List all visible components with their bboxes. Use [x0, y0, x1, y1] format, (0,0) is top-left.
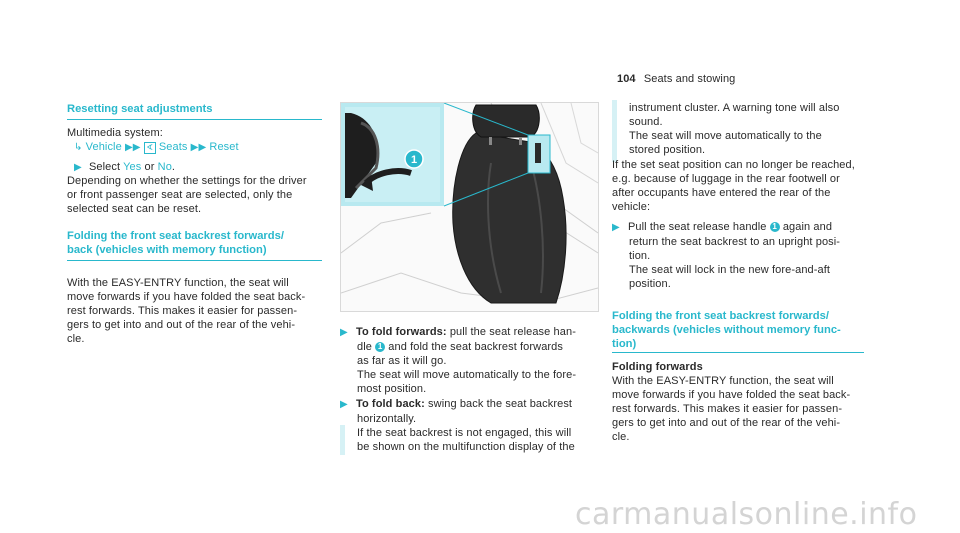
heading-line: Folding the front seat backrest forwards… — [67, 230, 284, 242]
text-line: move forwards if you have folded the sea… — [612, 389, 851, 401]
text-line: The seat will lock in the new fore-and-a… — [629, 264, 831, 276]
section-heading-no-memory: Folding the front seat backrest forwards… — [612, 309, 841, 351]
text-line: With the EASY-ENTRY function, the seat w… — [67, 277, 289, 289]
step-arrow-icon: ▶ — [340, 399, 348, 410]
step-label: To fold forwards: — [355, 326, 447, 338]
text-line: again and — [782, 221, 833, 233]
step-arrow-icon: ▶ — [340, 327, 348, 338]
text-line: pull the seat release han- — [449, 326, 576, 338]
text-line: after occupants have entered the rear of… — [612, 187, 831, 199]
text-line: gers to get into and out of the rear of … — [67, 319, 296, 331]
text-line: horizontally. — [357, 413, 417, 425]
step-pull-handle: ▶ Pull the seat release handle 1 again a… — [612, 220, 840, 291]
option-no[interactable]: No — [157, 161, 172, 173]
text-line: The seat will move automatically to the — [629, 130, 822, 142]
callout-1-icon: 1 — [769, 222, 780, 232]
figure-callout-label: 1 — [411, 154, 417, 166]
text-line: position. — [629, 278, 671, 290]
continued-text: instrument cluster. A warning tone will … — [629, 101, 839, 157]
text-line: cle. — [612, 431, 630, 443]
menu-reset-link[interactable]: Reset — [209, 141, 239, 153]
option-yes[interactable]: Yes — [123, 161, 142, 173]
callout-1-icon: 1 — [375, 342, 386, 352]
unreachable-description: If the set seat position can no longer b… — [612, 158, 855, 214]
text-line: stored position. — [629, 144, 706, 156]
menu-return-arrow-icon: ↳ — [74, 142, 83, 153]
text-line: and fold the seat backrest forwards — [388, 341, 564, 353]
chevron-double-icon: ▶▶ — [124, 142, 141, 153]
select-end: . — [171, 161, 176, 173]
seat-illustration: 1 — [341, 103, 598, 311]
subheading: Folding forwards — [612, 361, 703, 373]
menu-vehicle-link[interactable]: Vehicle — [85, 141, 122, 153]
reset-description: Depending on whether the settings for th… — [67, 174, 307, 216]
text-line: If the set seat position can no longer b… — [612, 159, 855, 171]
text-line: rest forwards. This makes it easier for … — [67, 305, 298, 317]
step-arrow-icon: ▶ — [612, 222, 620, 233]
text-line: instrument cluster. A warning tone will … — [629, 102, 840, 114]
text-line: e.g. because of luggage in the rear foot… — [612, 173, 840, 185]
text-line: as far as it will go. — [357, 355, 447, 367]
text-line: most position. — [357, 383, 427, 395]
text-line: dle — [357, 341, 372, 353]
text-line: tion. — [629, 250, 651, 262]
seat-icon: ∢ — [143, 142, 156, 154]
text-line: gers to get into and out of the rear of … — [612, 417, 841, 429]
step-arrow-icon: ▶ — [74, 162, 82, 173]
text-line: Pull the seat release handle — [627, 221, 767, 233]
text-line: Depending on whether the settings for th… — [67, 175, 307, 187]
section-heading-reset: Resetting seat adjustments — [67, 103, 213, 115]
text-line: move forwards if you have folded the sea… — [67, 291, 306, 303]
heading-line: back (vehicles with memory function) — [67, 244, 267, 256]
step-fold-forwards: ▶ To fold forwards: pull the seat releas… — [340, 325, 576, 396]
step-fold-back: ▶ To fold back: swing back the seat back… — [340, 397, 575, 454]
heading-line: backwards (vehicles without memory func- — [612, 324, 841, 336]
text-line: return the seat backrest to an upright p… — [629, 236, 841, 248]
text-line: vehicle: — [612, 201, 651, 213]
text-line: be shown on the multifunction display of… — [357, 441, 575, 453]
option-or: or — [144, 161, 155, 173]
heading-rule — [67, 119, 322, 120]
seat-figure: 1 — [340, 102, 599, 312]
change-bar — [612, 100, 617, 162]
easy-entry-body: With the EASY-ENTRY function, the seat w… — [67, 276, 305, 346]
folding-forwards-section: Folding forwards With the EASY-ENTRY fun… — [612, 360, 850, 444]
heading-line: tion) — [612, 338, 637, 350]
change-bar — [340, 425, 345, 455]
text-line: rest forwards. This makes it easier for … — [612, 403, 843, 415]
text-line: The seat will move automatically to the … — [357, 369, 577, 381]
text-line: With the EASY-ENTRY function, the seat w… — [612, 375, 834, 387]
watermark: carmanualsonline.info — [575, 497, 918, 532]
page-number: 104 — [617, 73, 636, 85]
text-line: selected seat can be reset. — [67, 203, 202, 215]
heading-line: Folding the front seat backrest forwards… — [612, 310, 829, 322]
page-header: 104 Seats and stowing — [617, 72, 735, 86]
system-label: Multimedia system: — [67, 127, 163, 139]
select-prefix: Select — [88, 161, 121, 173]
text-line: cle. — [67, 333, 85, 345]
chevron-double-icon: ▶▶ — [190, 142, 207, 153]
select-step: ▶ Select Yes or No. — [74, 160, 175, 175]
text-line: If the seat backrest is not engaged, thi… — [357, 427, 572, 439]
heading-rule — [612, 352, 864, 353]
heading-rule — [67, 260, 322, 261]
menu-seats-link[interactable]: Seats — [158, 141, 188, 153]
menu-path: ↳ Vehicle ▶▶ ∢ Seats ▶▶ Reset — [74, 140, 239, 155]
text-line: swing back the seat backrest — [428, 398, 573, 410]
text-line: sound. — [629, 116, 663, 128]
section-heading-memory: Folding the front seat backrest forwards… — [67, 229, 284, 257]
step-label: To fold back: — [355, 398, 425, 410]
text-line: or front passenger seat are selected, on… — [67, 189, 293, 201]
section-title: Seats and stowing — [643, 73, 736, 85]
